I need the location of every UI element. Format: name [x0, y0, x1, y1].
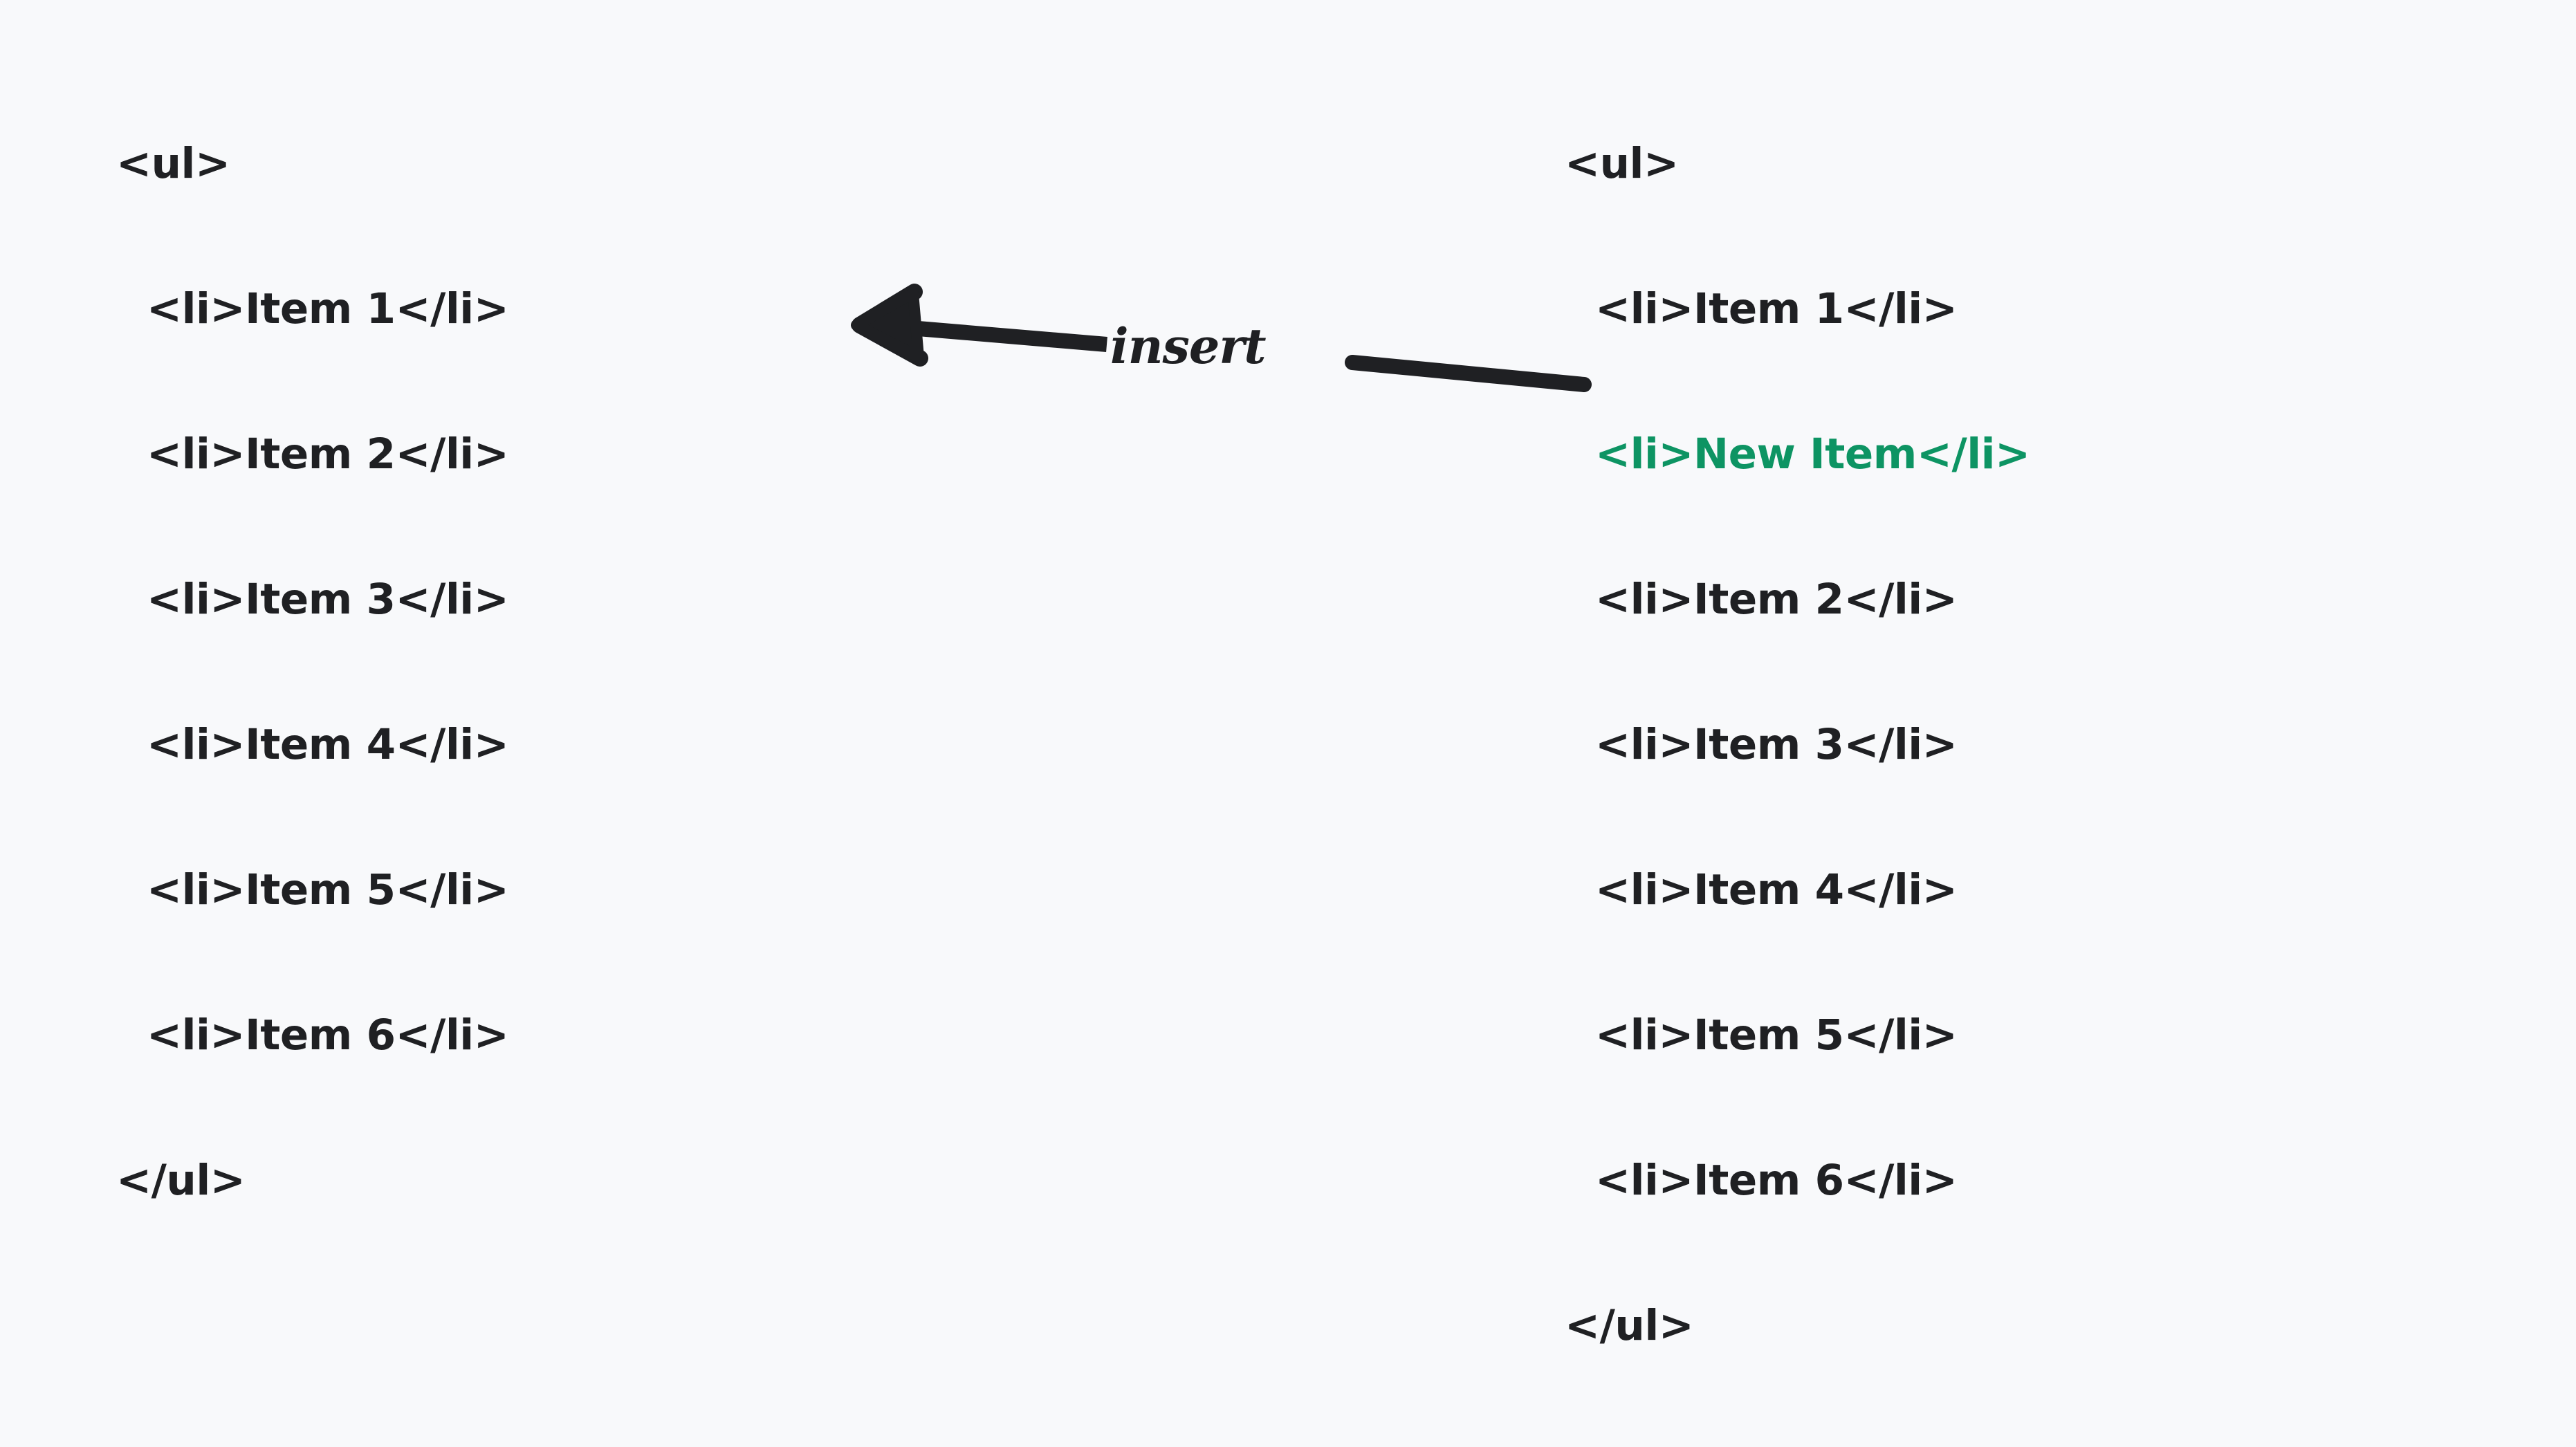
code-line: <li>Item 2</li>: [1595, 575, 1958, 624]
code-line: <li>Item 6</li>: [1595, 1156, 1958, 1205]
code-line: <li>Item 3</li>: [147, 575, 509, 624]
code-line: <li>Item 5</li>: [147, 865, 509, 914]
code-line: <li>Item 2</li>: [147, 430, 509, 479]
code-line: </ul>: [116, 1156, 246, 1205]
code-line: <ul>: [1565, 139, 1679, 188]
code-line-inserted: <li>New Item</li>: [1595, 430, 2030, 479]
code-line: <li>Item 4</li>: [147, 720, 509, 769]
arrow-shaft-right: [1345, 355, 1592, 392]
code-line: <li>Item 3</li>: [1595, 720, 1958, 769]
code-line: <li>Item 1</li>: [147, 284, 509, 333]
insert-label: insert: [1110, 317, 1267, 375]
code-block-after: <ul> <li>Item 1</li> <li>New Item</li> <…: [1565, 43, 2030, 1447]
diagram-canvas: <ul> <li>Item 1</li> <li>Item 2</li> <li…: [116, 139, 2031, 1350]
arrow-head-fill: [851, 288, 924, 362]
code-line: </ul>: [1565, 1301, 1694, 1350]
code-line: <li>Item 4</li>: [1595, 865, 1958, 914]
arrow-head-icon: [852, 284, 928, 367]
code-line: <li>Item 5</li>: [1595, 1011, 1958, 1060]
code-block-before: <ul> <li>Item 1</li> <li>Item 2</li> <li…: [116, 43, 509, 1302]
code-line: <li>Item 1</li>: [1595, 284, 1958, 333]
code-line: <ul>: [116, 139, 230, 188]
code-line: <li>Item 6</li>: [147, 1011, 509, 1060]
arrow-shaft-left: [876, 317, 1107, 352]
